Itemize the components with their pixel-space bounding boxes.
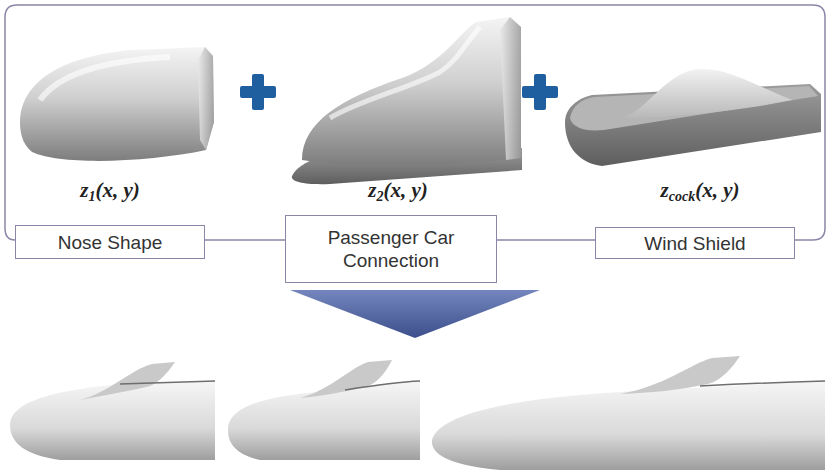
box-text: Wind Shield xyxy=(644,232,745,255)
label-box: Passenger Car Connection xyxy=(285,215,497,283)
plus-symbol xyxy=(522,74,558,110)
combine-arrow xyxy=(290,290,540,338)
label-box: Nose Shape xyxy=(15,225,205,259)
function-label: z2(x, y) xyxy=(298,178,498,205)
label-box: Wind Shield xyxy=(595,227,795,259)
side-view-render xyxy=(10,362,215,460)
windshield-render xyxy=(565,69,821,166)
connector-line xyxy=(205,239,285,241)
function-label: zcock(x, y) xyxy=(600,178,800,205)
connector-line xyxy=(497,239,595,241)
group-frame xyxy=(5,5,825,240)
plus-symbol xyxy=(240,74,276,110)
side-view-render xyxy=(228,360,420,460)
box-text: Passenger Car Connection xyxy=(294,226,488,272)
nose-shape-render xyxy=(20,47,214,161)
side-view-render xyxy=(432,356,825,470)
connection-shape-render xyxy=(292,17,522,184)
function-label: z1(x, y) xyxy=(10,178,210,205)
box-text: Nose Shape xyxy=(58,231,163,254)
